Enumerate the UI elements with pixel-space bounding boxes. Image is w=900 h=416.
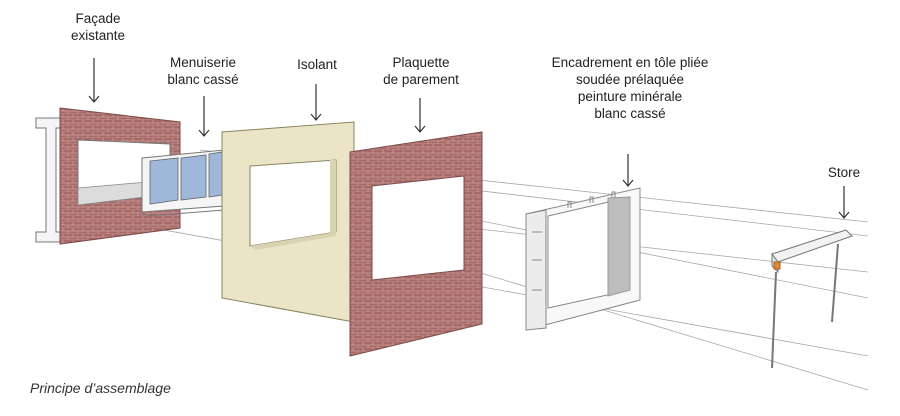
label-encadrement: Encadrement en tôle pliée soudée prélaqu… <box>525 54 735 122</box>
label-encadrement-line3: peinture minérale <box>577 89 683 104</box>
window-frame <box>141 149 225 217</box>
label-isolant: Isolant <box>282 56 352 73</box>
label-encadrement-line4: blanc cassé <box>594 106 666 121</box>
label-store: Store <box>816 164 872 181</box>
label-plaquette-line2: de parement <box>383 72 459 87</box>
label-encadrement-line2: soudée prélaquée <box>575 72 685 87</box>
label-plaquette: Plaquette de parement <box>366 54 476 88</box>
arrow-down-icon <box>310 84 322 121</box>
brick-cladding-panel <box>349 131 483 357</box>
label-facade-line2: existante <box>70 28 126 43</box>
label-encadrement-line1: Encadrement en tôle pliée <box>551 55 709 70</box>
arrow-down-icon <box>198 96 210 137</box>
metal-frame <box>525 187 641 331</box>
diagram-caption: Principe d’assemblage <box>30 380 171 396</box>
label-plaquette-line1: Plaquette <box>392 55 450 70</box>
label-menuiserie: Menuiserie blanc cassé <box>148 54 258 88</box>
arrow-down-icon <box>622 154 634 187</box>
label-facade: Façade existante <box>58 10 138 44</box>
label-menuiserie-line1: Menuiserie <box>169 55 237 70</box>
label-store-line1: Store <box>827 165 861 180</box>
arrow-down-icon <box>838 186 850 219</box>
label-isolant-line1: Isolant <box>297 57 337 72</box>
arrow-down-icon <box>88 58 100 103</box>
label-facade-line1: Façade <box>75 11 121 26</box>
label-menuiserie-line2: blanc cassé <box>167 72 239 87</box>
insulation-panel <box>221 121 355 323</box>
arrow-down-icon <box>414 98 426 133</box>
blind-assembly <box>771 229 853 369</box>
